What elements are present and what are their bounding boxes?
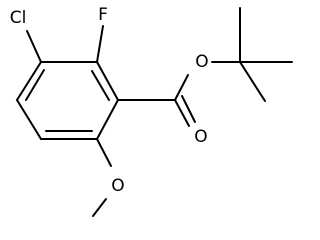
ring-bond-c6-c1 [96, 99, 119, 140]
bond-carbonyl-o-double-2 [181, 95, 196, 123]
ring-bond-c1-c2 [96, 61, 119, 101]
benzene-ring [16, 61, 119, 140]
ring-double-bond-c1-c2 [91, 70, 110, 101]
bond-c3-cl [26, 30, 42, 63]
ring-bond-c4-c5 [16, 99, 42, 140]
methoxy-oxygen-label: O [111, 176, 124, 196]
fluorine-label: F [98, 5, 108, 25]
bond-cq-methyl-bottom [239, 61, 266, 102]
bond-ring-methoxy-o [96, 138, 112, 167]
carbonyl-oxygen-label: O [194, 127, 207, 147]
ester-oxygen-label: O [195, 52, 208, 72]
chlorine-label: Cl [10, 8, 27, 28]
bond-c2-f [96, 25, 104, 63]
bond-carbonyl-ester-o [174, 74, 189, 101]
structure-canvas: Cl F O O O [10, 5, 293, 217]
bond-carbonyl-o-double-1 [174, 99, 190, 127]
ring-double-bond-c3-c4 [25, 69, 45, 101]
bond-methoxy-o-methyl [92, 198, 107, 217]
ring-bond-c3-c4 [16, 61, 42, 101]
molecule-structure: Cl F O O O [10, 5, 293, 217]
